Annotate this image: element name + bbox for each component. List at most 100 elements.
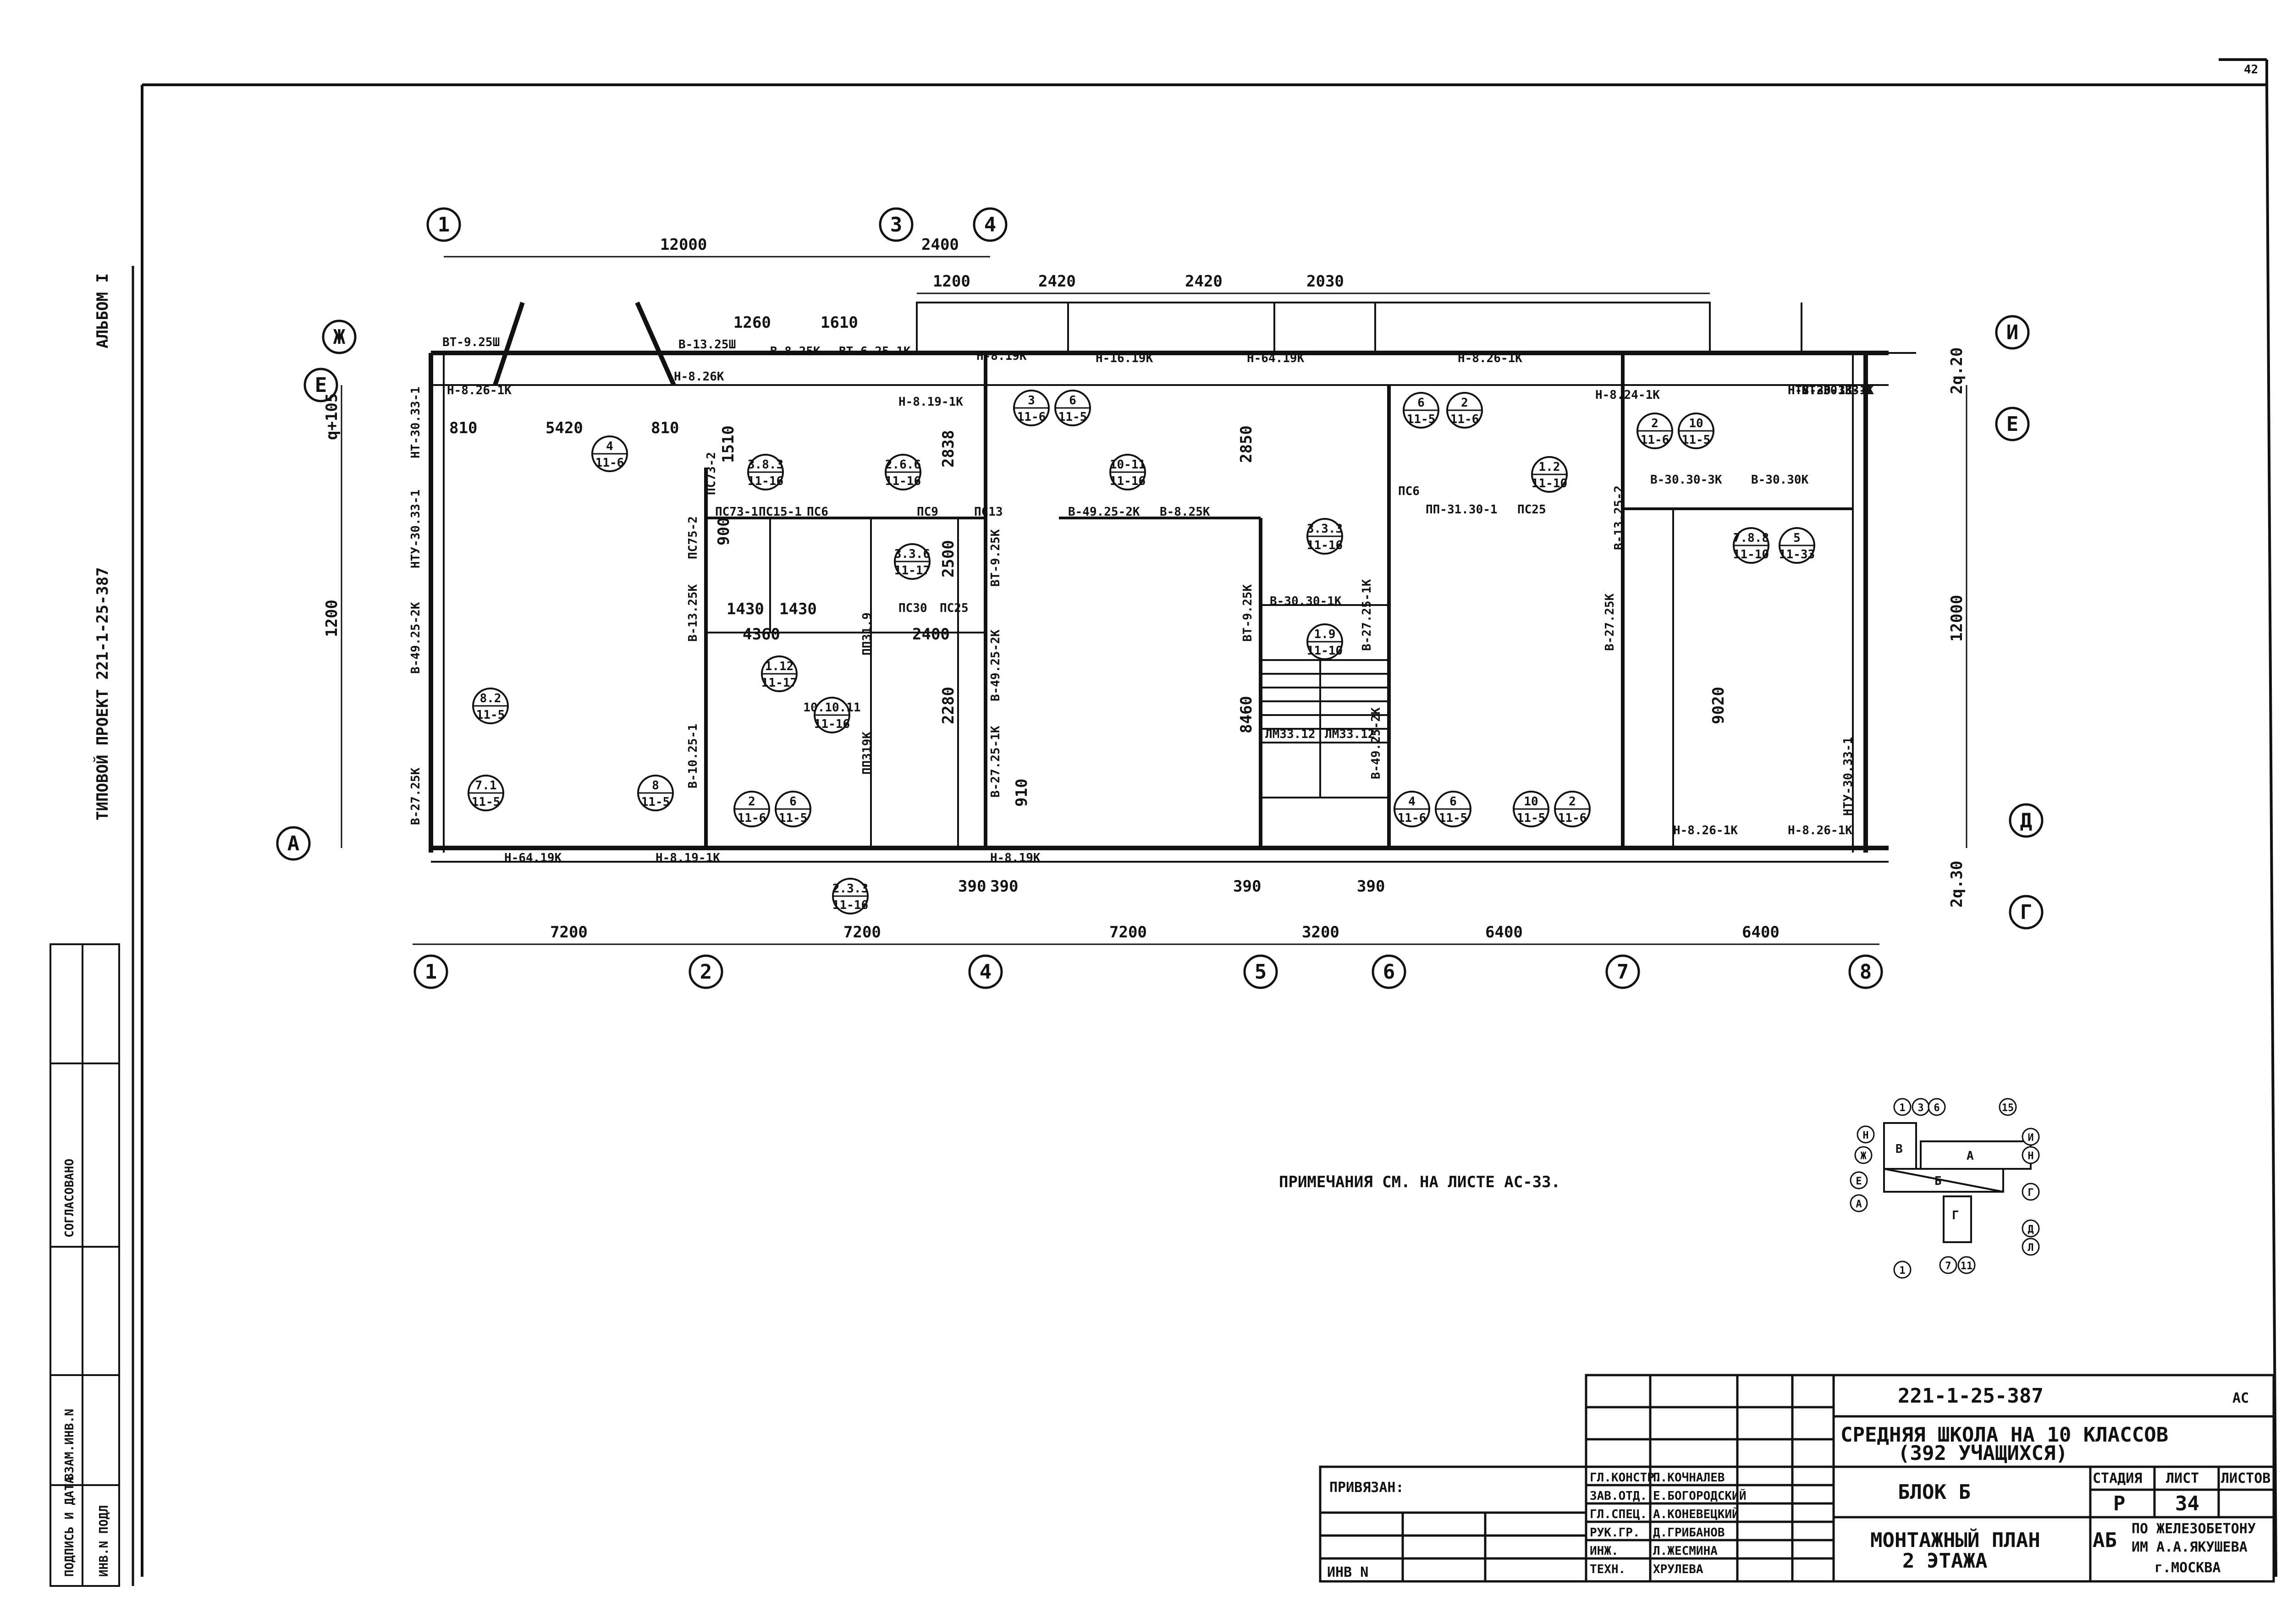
dim-inner: 8460 [1237, 696, 1256, 733]
dim-inner: 2400 [912, 625, 950, 644]
key-axis-bubble: А [1850, 1194, 1868, 1212]
sign-date-label: ПОДПИСЬ И ДАТА [63, 1476, 77, 1577]
element-mark: НТ-30.33-1 [1802, 384, 1873, 397]
element-mark: В-27.25К [1603, 593, 1617, 651]
callout-number: 1.12 [765, 660, 794, 673]
axis-left-zh-label: Ж [333, 325, 346, 349]
callout: 8.211-5 [472, 688, 509, 724]
key-axis-label: 6 [1934, 1102, 1939, 1114]
element-mark: ЛМ33.12 [1325, 727, 1375, 741]
key-axis-label: Г [2028, 1187, 2033, 1199]
element-mark: В-30.30-3К [1650, 473, 1722, 487]
axis-bottom-7 [1605, 954, 1640, 989]
element-mark: Н-8.26-1К [447, 384, 512, 397]
callout: 211-6 [1554, 791, 1591, 827]
callout: 411-6 [591, 435, 628, 472]
callout-ref: 11-10 [1532, 477, 1567, 490]
project-subtitle: (392 УЧАЩИХСЯ) [1898, 1442, 2068, 1465]
project-title: СРЕДНЯЯ ШКОЛА НА 10 КЛАССОВ [1840, 1423, 2168, 1447]
callout-number: 10-11 [1110, 458, 1146, 472]
key-axis-bubble: Д [2022, 1219, 2040, 1238]
callout-number: 10.10.11 [803, 701, 860, 715]
callout: 211-6 [1636, 413, 1673, 449]
element-mark: Н-8.26К [674, 370, 724, 384]
element-mark: В-27.25К [409, 767, 423, 825]
element-mark: Н-8.26-1К [1673, 824, 1738, 837]
axis-left-a [276, 826, 311, 861]
axis-bottom-8-label: 8 [1860, 960, 1872, 984]
dimension-lines [341, 256, 1967, 945]
callout-ref: 11-16 [832, 898, 868, 912]
axis-top-i [1995, 315, 2030, 350]
callout-ref: 11-16 [1307, 539, 1343, 552]
axis-right-d-label: Д [2020, 809, 2033, 832]
callout: 611-5 [775, 791, 811, 827]
callout: 1.211-10 [1531, 456, 1568, 493]
callout-ref: 11-5 [1439, 811, 1468, 825]
org-mark: АБ [2093, 1529, 2117, 1552]
element-mark: ПП-31.30-1 [1426, 503, 1498, 517]
callout-ref: 11-6 [1398, 811, 1427, 825]
dim-inner: 2500 [939, 540, 958, 578]
element-mark: ПП319К [860, 732, 874, 775]
key-axis-label: 15 [2002, 1102, 2014, 1114]
dim-bottom: 3200 [1302, 923, 1339, 941]
axis-right-g-label: Г [2020, 901, 2033, 924]
org-line-3: г.МОСКВА [2154, 1560, 2221, 1576]
callout: 811-5 [637, 775, 674, 811]
staff-name: Д.ГРИБАНОВ [1653, 1526, 1725, 1540]
callout-number: 2 [748, 795, 755, 809]
callout: 311-6 [1013, 390, 1050, 426]
key-block-v: В [1895, 1142, 1903, 1156]
callout-number: 8.2 [480, 692, 501, 705]
callout-number: 2 [1461, 396, 1468, 410]
sheet-frame [141, 58, 2277, 1577]
key-axis-bubble: И [2022, 1128, 2040, 1146]
key-axis-label: И [2028, 1132, 2033, 1144]
axis-left-e-label: Е [315, 374, 327, 397]
element-mark: НТУ-30.33-1К [1788, 384, 1874, 397]
plan-walls [429, 301, 1916, 863]
stage-value: Р [2113, 1492, 2126, 1515]
axis-bottom-2 [689, 954, 723, 989]
element-mark: Н-64.19К [504, 851, 562, 865]
callout-ref: 11-10 [1307, 644, 1343, 658]
dim-inner: 5420 [545, 419, 583, 437]
element-mark: ПС13 [974, 505, 1003, 519]
axis-bottom-6 [1372, 954, 1406, 989]
key-axis-label: Е [1856, 1176, 1862, 1187]
element-mark: В-13.25К [686, 584, 700, 642]
callout: 3.3.311-16 [1306, 518, 1343, 555]
callout-number: 4 [1408, 795, 1416, 809]
element-mark: В-13.25Ш [678, 338, 736, 352]
vzam-inv-label: ВЗАМ.ИНВ.N [63, 1409, 77, 1481]
callout-ref: 11-6 [595, 456, 624, 470]
key-axis-bubble: Е [1850, 1171, 1868, 1189]
callout: 2.3.311-16 [832, 878, 869, 914]
sheet-corner-number: 42 [2244, 63, 2258, 77]
staff-role: ИНЖ. [1590, 1544, 1619, 1558]
key-block-a: А [1967, 1149, 1974, 1163]
key-axis-label: 3 [1917, 1102, 1923, 1114]
element-mark: НТ-30.33-1 [409, 386, 423, 458]
element-mark: В-8.25К [770, 345, 821, 358]
dim-top-window: 2420 [1185, 272, 1223, 291]
callout-number: 8 [652, 779, 659, 793]
callout-number: 7.1 [475, 779, 497, 793]
key-axis-bubble: Н [1857, 1125, 1875, 1144]
element-mark: Н-8.26-1К [1788, 824, 1852, 837]
element-mark: ПС75-2 [686, 516, 700, 559]
dim-inner: 9020 [1709, 687, 1728, 724]
callout: 611-5 [1054, 390, 1091, 426]
callout-number: 3 [1028, 394, 1035, 407]
dim-bottom: 6400 [1742, 923, 1780, 941]
dim-bottom: 7200 [843, 923, 881, 941]
axis-top-1-label: 1 [438, 213, 450, 237]
element-mark: ВТ-9.25К [989, 529, 1003, 587]
callout: 1.911-10 [1306, 623, 1343, 660]
inv-label: ИНВ N [1327, 1564, 1368, 1580]
callout-number: 2.6.6 [885, 458, 921, 472]
drawing-code: 221-1-25-387 [1898, 1384, 2044, 1408]
